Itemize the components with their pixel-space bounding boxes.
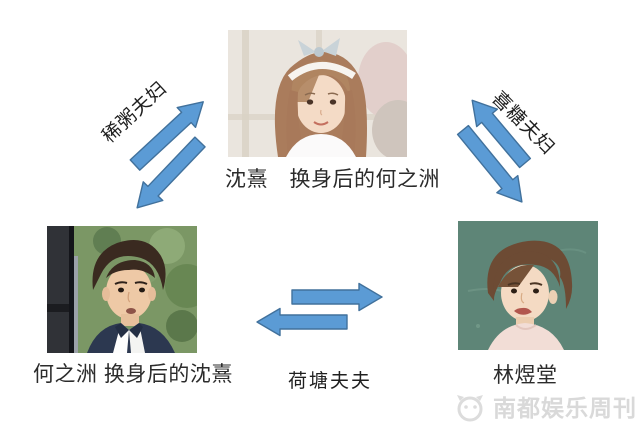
edge-label-xizhou-couple: 稀粥夫妇 xyxy=(98,77,172,148)
arrow-down-left-icon xyxy=(136,136,206,209)
man-in-dark-suit-illustration xyxy=(47,226,197,353)
edge-label-hetang-couple: 荷塘夫夫 xyxy=(288,371,373,392)
watermark-text: 南都娱乐周刊 xyxy=(493,394,637,421)
young-man-in-pink-shirt-illustration xyxy=(458,221,598,350)
caption-lin-yutang: 林煜堂 xyxy=(493,364,558,387)
caption-he-zhizhou: 何之洲 换身后的沈熹 xyxy=(33,363,233,386)
arrow-right-icon xyxy=(291,282,383,312)
magazine-logo-icon xyxy=(457,395,483,422)
caption-shen-xi: 沈熹 换身后的何之洲 xyxy=(225,168,440,191)
watermark: 南都娱乐周刊 xyxy=(452,393,637,423)
edge-label-xitang-couple: 喜糖夫妇 xyxy=(487,87,559,160)
photo-lin-yutang xyxy=(458,221,598,350)
arrow-left-icon xyxy=(256,307,348,337)
photo-shen-xi xyxy=(228,30,407,157)
photo-he-zhizhou xyxy=(47,226,197,353)
young-woman-with-headband-illustration xyxy=(228,30,407,157)
